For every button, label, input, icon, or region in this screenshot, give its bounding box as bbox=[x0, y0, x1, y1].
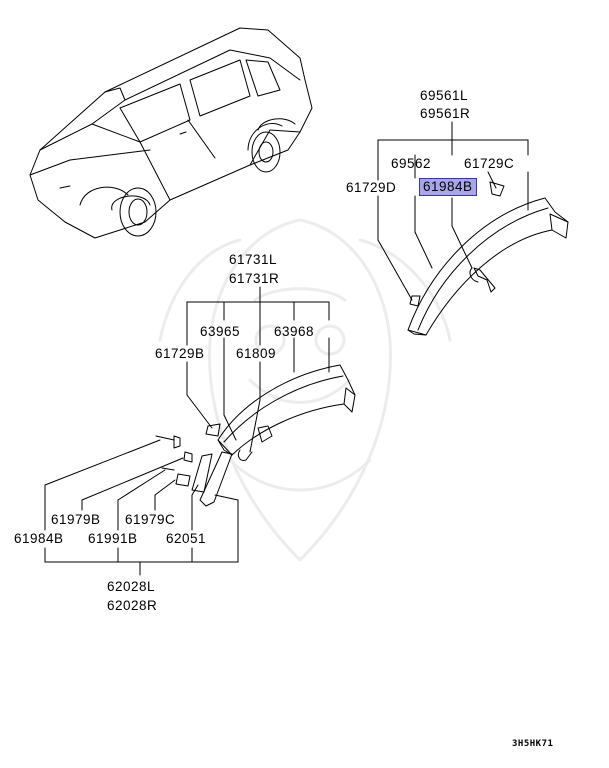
part-61984b-bottom-label[interactable]: 61984B bbox=[14, 531, 64, 546]
part-62028l-label[interactable]: 62028L bbox=[107, 579, 156, 594]
lower-mudguard bbox=[155, 435, 233, 507]
diagram-code: 3H5HK71 bbox=[512, 739, 554, 749]
part-61809-label[interactable]: 61809 bbox=[236, 346, 277, 361]
part-62051-label[interactable]: 62051 bbox=[166, 531, 207, 546]
part-61729b-label[interactable]: 61729B bbox=[155, 346, 205, 361]
part-61729c-top-label[interactable]: 61729C bbox=[464, 156, 515, 171]
part-63965-label[interactable]: 63965 bbox=[200, 324, 241, 339]
watermark-emblem bbox=[158, 218, 452, 562]
vehicle-outline bbox=[29, 27, 313, 239]
part-61731r-label[interactable]: 61731R bbox=[229, 271, 280, 286]
lower-fender-flare bbox=[205, 364, 356, 461]
upper-fender-flare bbox=[407, 181, 569, 336]
part-69562-label[interactable]: 69562 bbox=[391, 156, 432, 171]
part-69561r-label[interactable]: 69561R bbox=[420, 106, 471, 121]
upper-callout-lines bbox=[377, 121, 529, 301]
part-62028r-label[interactable]: 62028R bbox=[107, 598, 158, 613]
part-61979c-label[interactable]: 61979C bbox=[125, 512, 176, 527]
bottom-callout-lines bbox=[44, 439, 239, 576]
lower-callout-lines bbox=[186, 286, 330, 453]
part-61979b-label[interactable]: 61979B bbox=[51, 512, 101, 527]
part-61984b-top-label[interactable]: 61984B bbox=[419, 178, 477, 196]
part-61729d-label[interactable]: 61729D bbox=[346, 180, 397, 195]
part-69561l-label[interactable]: 69561L bbox=[420, 88, 469, 103]
part-61991b-label[interactable]: 61991B bbox=[88, 531, 138, 546]
part-63968-label[interactable]: 63968 bbox=[274, 324, 315, 339]
part-61731l-label[interactable]: 61731L bbox=[229, 252, 278, 267]
